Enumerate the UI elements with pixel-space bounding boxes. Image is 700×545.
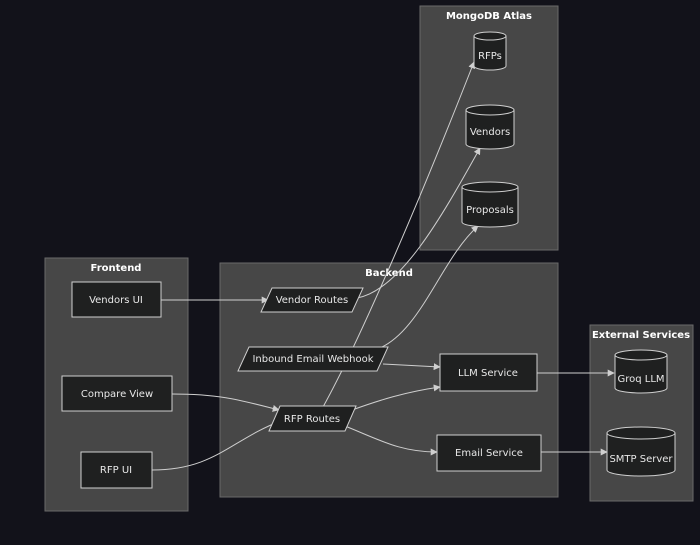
node-compare-view[interactable]: Compare View	[61, 375, 173, 412]
node-inbound-email-webhook[interactable]: Inbound Email Webhook	[237, 346, 389, 372]
cluster-title-backend: Backend	[365, 268, 413, 279]
node-vendors-ui-label: Vendors UI	[89, 295, 143, 306]
edge-webhook-to-proposals-db	[374, 225, 479, 351]
node-email-service-label: Email Service	[455, 448, 523, 459]
node-email-service[interactable]: Email Service	[436, 434, 542, 472]
node-rfp-routes[interactable]: RFP Routes	[268, 405, 357, 432]
node-rfp-routes-label: RFP Routes	[284, 414, 340, 425]
node-rfp-ui-label: RFP UI	[100, 465, 132, 476]
edges	[151, 61, 615, 471]
edge-rfp-routes-to-llm-service	[351, 384, 441, 411]
cluster-title-external: External Services	[592, 330, 690, 341]
db-rfps: RFPs	[473, 31, 507, 71]
edge-rfp-routes-to-email-service	[344, 425, 438, 456]
db-vendors-label: Vendors	[470, 127, 510, 138]
cluster-title-frontend: Frontend	[91, 263, 142, 274]
edge-rfp-ui-to-rfp-routes	[151, 418, 284, 471]
db-smtp-server: SMTP Server	[606, 426, 676, 477]
node-llm-service-label: LLM Service	[458, 368, 518, 379]
db-smtp-server-label: SMTP Server	[609, 454, 673, 465]
db-groq-llm-label: Groq LLM	[617, 374, 664, 385]
cluster-title-mongodb: MongoDB Atlas	[446, 11, 532, 22]
edge-rfp-routes-to-rfps-db	[322, 61, 475, 408]
db-rfps-label: RFPs	[478, 51, 502, 62]
edge-compare-view-to-rfp-routes	[171, 393, 280, 412]
node-compare-view-label: Compare View	[81, 389, 153, 400]
db-proposals: Proposals	[461, 181, 519, 228]
edge-vendor-routes-to-vendors-db	[356, 147, 481, 299]
node-llm-service[interactable]: LLM Service	[439, 353, 538, 392]
node-inbound-email-webhook-label: Inbound Email Webhook	[252, 354, 373, 365]
node-vendor-routes[interactable]: Vendor Routes	[260, 287, 364, 313]
node-vendor-routes-label: Vendor Routes	[276, 295, 349, 306]
node-rfp-ui[interactable]: RFP UI	[80, 451, 153, 489]
edge-webhook-to-llm-service	[382, 363, 441, 371]
db-proposals-label: Proposals	[466, 205, 514, 216]
node-vendors-ui[interactable]: Vendors UI	[71, 281, 162, 318]
db-vendors: Vendors	[465, 104, 515, 150]
db-groq-llm: Groq LLM	[614, 349, 668, 394]
